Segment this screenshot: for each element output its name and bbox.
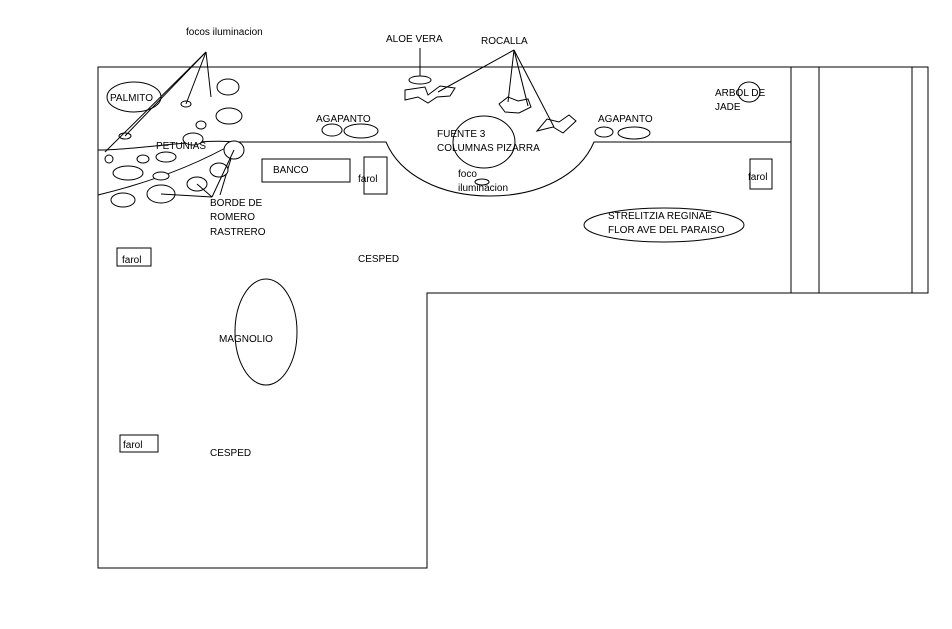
romero-shape [209,162,229,178]
shrub-shape [215,107,243,125]
label-borde-line2: ROMERO [210,212,255,223]
label-petunias: PETUNIAS [156,141,206,152]
leader-line [507,49,515,103]
leader-line [185,51,207,105]
spotlight-shape [474,178,490,186]
label-farol-left-bottom: farol [123,440,142,451]
label-banco: BANCO [273,165,309,176]
label-farol-right: farol [748,172,767,183]
label-borde-line3: RASTRERO [210,227,266,238]
petunia-shape [136,154,150,164]
petunia-shape [155,151,177,163]
aloe-vera-shape [408,75,432,85]
label-farol-left-top: farol [122,255,141,266]
leader-line [437,49,515,93]
label-agapanto-left: AGAPANTO [316,114,371,125]
bed-border [97,141,791,197]
rocalla-shape [535,114,577,134]
leader-line [513,49,555,128]
rocalla-shape [498,96,532,114]
arbol-jade-shape [737,81,761,103]
leader-line [104,51,207,153]
farol-box [749,158,773,190]
leader-line [513,49,529,107]
shrub-shape [182,132,204,146]
shrub-shape [195,120,207,130]
label-fuente-line2: COLUMNAS PIZARRA [437,143,540,154]
magnolio-shape [234,278,298,386]
label-palmito: PALMITO [110,93,153,104]
label-magnolio: MAGNOLIO [219,334,273,345]
label-strelitzia-line1: STRELITZIA REGINAE [608,211,712,222]
leader-line [160,193,213,198]
agapanto-shape [617,126,651,140]
fountain-circle [452,115,516,169]
label-arbol-line1: ARBOL DE [715,88,766,99]
leader-line [196,183,213,198]
label-aloe-vera: ALOE VERA [386,34,443,45]
garden-boundary [97,66,929,569]
shrub-shape [216,78,240,96]
petunia-shape [104,154,114,164]
farol-box [363,156,388,195]
label-cesped-bottom: CESPED [210,448,251,459]
aloe-vera-shape [404,85,456,104]
farol-box [116,247,152,267]
label-cesped-top: CESPED [358,254,399,265]
label-foco-line1: foco [458,169,477,180]
agapanto-shape [343,123,379,139]
label-focos-iluminacion: focos iluminacion [186,27,263,38]
farol-box [119,434,159,453]
romero-shape [112,165,144,181]
agapanto-shape [594,126,614,138]
label-agapanto-right: AGAPANTO [598,114,653,125]
leader-line [211,149,235,198]
agapanto-shape [321,123,343,137]
strelitzia-shape [583,207,745,243]
label-foco-line2: iluminacion [458,183,508,194]
label-strelitzia-line2: FLOR AVE DEL PARAISO [608,225,725,236]
label-farol-center: farol [358,174,377,185]
bed-border-curve [97,140,237,151]
leader-line [205,51,212,98]
banco-shape [261,158,351,183]
romero-shape [110,192,136,208]
label-fuente-line1: FUENTE 3 [437,129,486,140]
label-rocalla: ROCALLA [481,36,528,47]
label-borde-line1: BORDE DE [210,198,263,209]
romero-shape [152,171,170,181]
label-arbol-line2: JADE [715,102,741,113]
